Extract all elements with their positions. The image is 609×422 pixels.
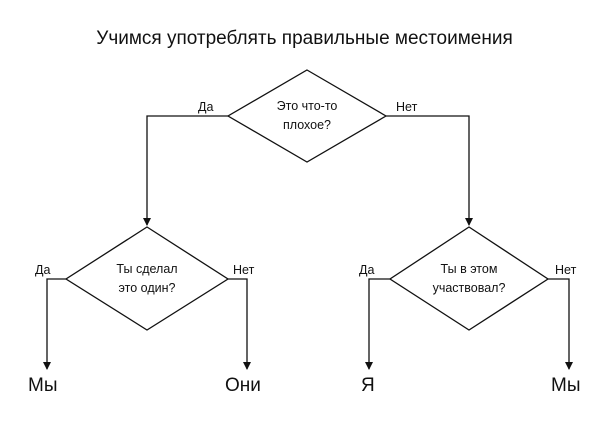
decision-diamond-right (388, 226, 550, 331)
leaf-right-no: Мы (551, 375, 581, 396)
decision-diamond-left (64, 226, 230, 331)
branch-label-right-yes: Да (359, 263, 375, 277)
decision-right-line1: Ты в этом (440, 262, 498, 276)
decision-root-text: Это что-то плохое? (247, 96, 367, 136)
branch-label-left-no: Нет (233, 263, 255, 277)
edge-left-yes (43, 278, 66, 370)
branch-label-root-yes: Да (198, 100, 214, 114)
edge-root-no (386, 115, 473, 226)
decision-left-text: Ты сделал это один? (87, 259, 207, 299)
decision-right-text: Ты в этом участвовал? (409, 259, 529, 299)
decision-diamond-root (226, 69, 388, 163)
decision-root-line2: плохое? (283, 118, 331, 132)
leaf-left-yes: Мы (28, 375, 58, 396)
branch-label-root-no: Нет (396, 100, 418, 114)
edge-right-yes (365, 278, 390, 370)
edge-root-yes (143, 115, 228, 226)
leaf-right-yes: Я (361, 375, 375, 396)
leaf-left-no: Они (225, 375, 261, 396)
branch-label-left-yes: Да (35, 263, 51, 277)
decision-right-line2: участвовал? (432, 281, 506, 295)
diagram-title: Учимся употреблять правильные местоимени… (96, 28, 513, 49)
branch-label-right-no: Нет (555, 263, 577, 277)
decision-root-line1: Это что-то (276, 99, 338, 113)
decision-left-line2: это один? (118, 281, 176, 295)
decision-left-line1: Ты сделал (116, 262, 178, 276)
edge-right-no (548, 278, 573, 370)
edge-left-no (228, 278, 251, 370)
